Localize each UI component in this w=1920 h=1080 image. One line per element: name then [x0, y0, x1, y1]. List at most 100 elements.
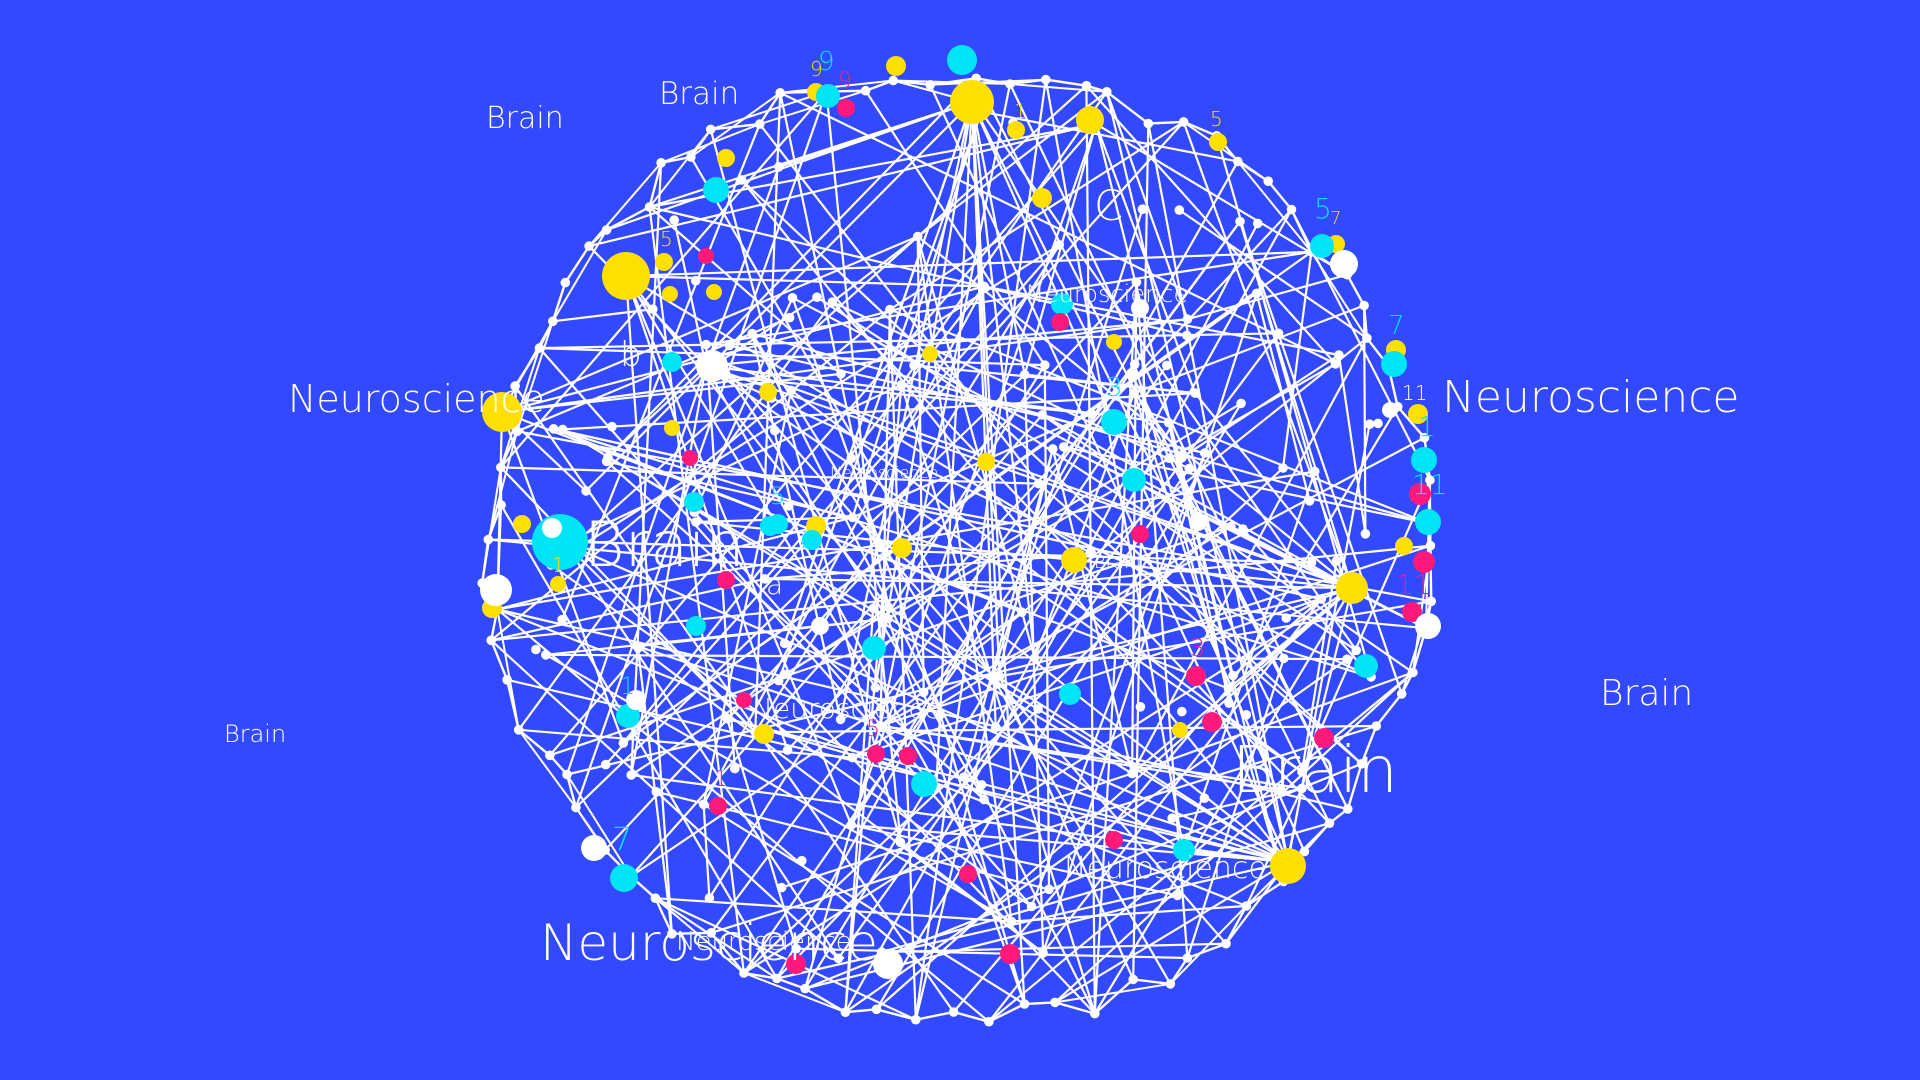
node-white — [1087, 549, 1097, 559]
graph-edge — [624, 275, 789, 751]
graph-edge — [1131, 337, 1368, 775]
graph-edge — [501, 410, 1229, 690]
node-yellow — [950, 80, 994, 124]
graph-edge — [804, 725, 882, 989]
graph-edge — [804, 987, 847, 1014]
graph-edge — [1054, 982, 1171, 1004]
node-white — [782, 745, 793, 755]
graph-edge — [705, 318, 1188, 368]
graph-edge — [654, 897, 917, 1021]
node-white — [548, 424, 559, 434]
graph-edge — [1183, 120, 1218, 137]
node-white — [812, 292, 822, 303]
node-white — [667, 929, 677, 939]
graph-edge — [1346, 763, 1363, 810]
node-white — [1360, 529, 1371, 539]
node-white — [1425, 540, 1436, 551]
node-white — [1174, 205, 1185, 215]
node-yellow — [759, 383, 777, 401]
node-white-large — [581, 835, 607, 861]
graph-edge — [1094, 123, 1235, 676]
graph-edge — [1300, 587, 1354, 789]
node-white — [784, 312, 795, 323]
node-white-large — [811, 617, 829, 635]
graph-edge — [1024, 1001, 1056, 1006]
node-white — [895, 837, 906, 848]
node-white — [1182, 953, 1193, 963]
graph-edge — [777, 679, 1096, 1015]
node-white — [948, 1007, 959, 1017]
node-white — [724, 340, 735, 351]
node-white — [1425, 475, 1435, 485]
node-cyan — [768, 514, 788, 534]
node-cyan — [1354, 654, 1378, 678]
graph-edge — [689, 128, 712, 158]
node-white — [534, 343, 545, 353]
graph-edge — [976, 77, 1011, 86]
node-white — [883, 602, 894, 613]
node-white — [1356, 759, 1367, 769]
number-label: 7 — [612, 820, 632, 858]
node-yellow — [655, 253, 673, 271]
node-white — [747, 328, 757, 339]
node-yellow — [602, 252, 650, 300]
graph-edge — [565, 774, 578, 808]
node-white — [1371, 721, 1382, 731]
number-label: 9 — [810, 57, 823, 81]
graph-edge — [604, 281, 1138, 851]
graph-edge — [625, 275, 890, 609]
graph-edge — [1009, 83, 1285, 659]
graph-edge — [606, 460, 853, 519]
label-brain-bottom-right-large: Brain — [1232, 734, 1398, 808]
node-white — [772, 973, 782, 984]
graph-edge — [517, 729, 577, 809]
node-yellow — [892, 538, 912, 558]
graph-edge — [953, 1010, 990, 1023]
node-cyan — [911, 771, 937, 797]
number-label: 7 — [1388, 311, 1405, 341]
graph-edge — [743, 971, 778, 980]
graph-edge — [1267, 180, 1293, 211]
node-white — [1143, 118, 1154, 129]
graph-edge — [500, 466, 756, 734]
node-white — [1026, 901, 1037, 912]
number-label: 3 — [1106, 373, 1123, 403]
node-yellow — [886, 56, 906, 76]
graph-edge — [637, 645, 1289, 864]
node-white — [1286, 204, 1297, 215]
node-white — [691, 517, 701, 527]
graph-edge — [551, 282, 567, 322]
graph-edge — [705, 365, 1303, 773]
node-magenta — [682, 450, 698, 466]
node-cyan — [610, 864, 638, 892]
graph-edge — [880, 724, 1303, 790]
node-magenta — [736, 692, 752, 708]
node-white — [1199, 448, 1210, 458]
graph-edge — [1224, 905, 1248, 945]
graph-edge — [710, 724, 1377, 934]
node-yellow — [1032, 188, 1052, 208]
node-cyan — [1101, 409, 1127, 435]
graph-edge — [585, 101, 973, 492]
node-cyan — [802, 530, 822, 550]
graph-edge — [776, 860, 1289, 980]
node-white — [701, 339, 711, 350]
node-white — [1190, 388, 1200, 398]
graph-edge — [729, 344, 1205, 455]
node-white — [571, 802, 581, 813]
graph-edge — [703, 803, 1026, 1005]
graph-edge — [1045, 78, 1087, 87]
node-white — [1090, 1008, 1100, 1019]
node-white — [1019, 369, 1030, 380]
node-white — [833, 953, 844, 964]
graph-edge — [1054, 861, 1289, 1004]
graph-edge — [915, 1010, 954, 1021]
node-white — [513, 725, 524, 735]
node-white — [994, 671, 1005, 681]
node-white — [1131, 277, 1142, 288]
node-white — [1040, 360, 1050, 370]
node-white — [797, 855, 807, 866]
graph-edge — [875, 587, 1353, 1011]
node-cyan — [686, 616, 706, 636]
